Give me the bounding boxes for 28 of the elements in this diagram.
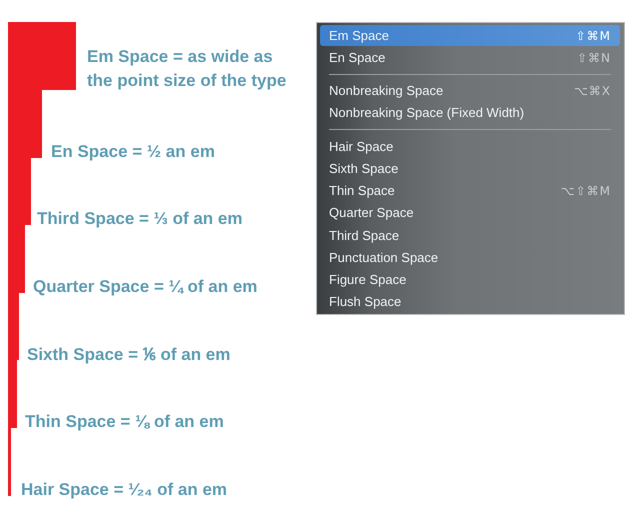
space-width-label: Quarter Space = ¼ of an em (33, 276, 258, 298)
width-bar (8, 22, 76, 90)
space-width-label: Sixth Space = ⅙ of an em (27, 344, 230, 366)
space-width-label: En Space = ½ an em (51, 141, 215, 163)
menu-item-label: En Space (329, 50, 386, 66)
menu-item-label: Hair Space (329, 139, 394, 155)
space-width-label: Hair Space = ¹⁄₂₄ of an em (21, 479, 228, 501)
menu-item-label: Third Space (329, 228, 400, 244)
menu-item-label: Thin Space (329, 183, 395, 199)
space-width-label: Thin Space = ⅛ of an em (25, 411, 224, 433)
menu-item-label: Nonbreaking Space (Fixed Width) (329, 105, 524, 121)
menu-item-label: Flush Space (329, 294, 402, 310)
menu-item-label: Sixth Space (329, 161, 398, 177)
context-menu (316, 22, 625, 315)
keyboard-shortcut: ⌥⌘X (574, 83, 611, 99)
keyboard-shortcut: ⇧⌘M (576, 28, 611, 44)
keyboard-shortcut: ⌥⇧⌘M (560, 183, 611, 199)
width-bar (8, 428, 11, 496)
menu-item-label: Quarter Space (329, 205, 414, 221)
keyboard-shortcut: ⇧⌘N (576, 50, 611, 66)
menu-item-label: Em Space (329, 28, 389, 44)
space-width-label: Third Space = ⅓ of an em (37, 208, 242, 230)
menu-item-label: Figure Space (329, 272, 406, 288)
menu-item-label: Punctuation Space (329, 250, 438, 266)
menu-item-label: Nonbreaking Space (329, 83, 444, 99)
width-bar (8, 360, 16, 428)
space-width-label: Em Space = as wide as the point size of the type (87, 46, 288, 92)
highlighted-menu-item (320, 25, 620, 46)
